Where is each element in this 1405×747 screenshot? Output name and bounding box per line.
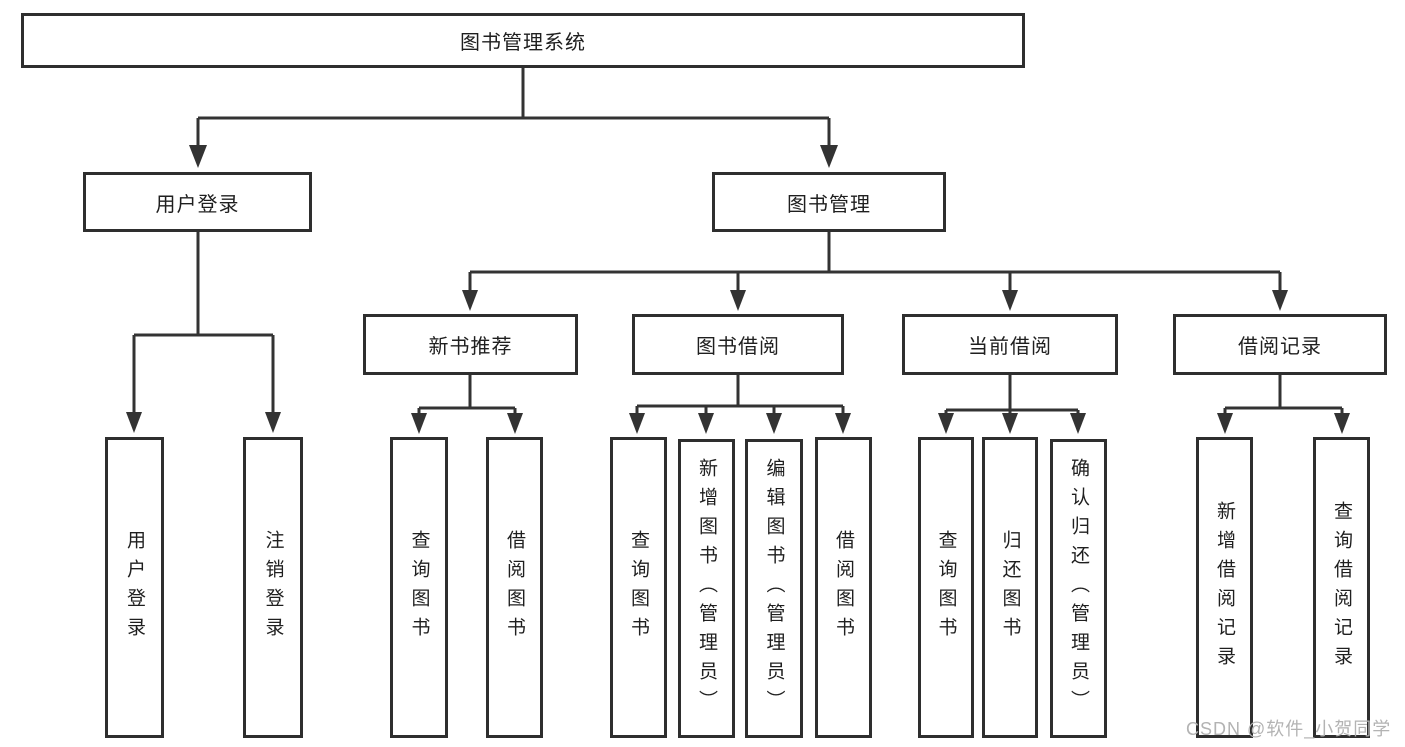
arrowhead xyxy=(1070,413,1086,434)
arrowhead xyxy=(189,145,207,168)
node-book-management: 图书管理 xyxy=(712,172,946,232)
leaf-bb-edit-book: 编辑图书（管理员） xyxy=(745,439,803,738)
leaf-cb-confirm-return-label: 确认归还（管理员） xyxy=(1068,458,1089,719)
node-book-borrow-label: 图书借阅 xyxy=(696,336,780,358)
node-current-borrow: 当前借阅 xyxy=(902,314,1118,375)
node-root-label: 图书管理系统 xyxy=(460,32,586,54)
connector-lines xyxy=(132,68,1344,415)
leaf-user-login-label: 用户登录 xyxy=(124,529,145,646)
node-new-book-recommend: 新书推荐 xyxy=(363,314,578,375)
node-user-login-label: 用户登录 xyxy=(155,193,240,216)
leaf-bb-add-book: 新增图书（管理员） xyxy=(678,439,735,738)
arrowhead xyxy=(126,412,142,433)
leaf-br-query-record: 查询借阅记录 xyxy=(1313,437,1370,738)
arrowhead xyxy=(1217,413,1233,434)
leaf-nbr-query-book-label: 查询图书 xyxy=(408,529,430,646)
leaf-nbr-query-book: 查询图书 xyxy=(390,437,448,738)
arrowhead xyxy=(265,412,281,433)
arrowhead xyxy=(835,413,851,434)
arrowhead xyxy=(629,413,645,434)
node-current-borrow-label: 当前借阅 xyxy=(968,336,1052,358)
leaf-bb-query-book-label: 查询图书 xyxy=(628,529,649,646)
arrowhead xyxy=(507,413,523,434)
arrowhead xyxy=(1334,413,1350,434)
leaf-cb-return-book: 归还图书 xyxy=(982,437,1038,738)
arrowhead xyxy=(1272,290,1288,311)
node-root: 图书管理系统 xyxy=(21,13,1025,68)
leaf-cb-query-book: 查询图书 xyxy=(918,437,974,738)
arrowhead xyxy=(1002,290,1018,311)
arrowhead xyxy=(820,145,838,168)
watermark: CSDN @软件_小贺同学 xyxy=(1186,719,1392,739)
leaf-cb-return-book-label: 归还图书 xyxy=(999,529,1021,646)
leaf-logout-label: 注销登录 xyxy=(262,529,284,646)
leaf-logout: 注销登录 xyxy=(243,437,303,738)
leaf-user-login: 用户登录 xyxy=(105,437,164,738)
leaf-nbr-borrow-book-label: 借阅图书 xyxy=(504,529,525,646)
node-book-management-label: 图书管理 xyxy=(787,193,871,216)
leaf-br-query-record-label: 查询借阅记录 xyxy=(1331,500,1352,675)
leaf-br-add-record: 新增借阅记录 xyxy=(1196,437,1253,738)
arrowhead xyxy=(766,413,782,434)
node-new-book-recommend-label: 新书推荐 xyxy=(428,336,513,358)
leaf-bb-edit-book-label: 编辑图书（管理员） xyxy=(763,458,785,719)
arrowhead xyxy=(462,290,478,311)
leaf-nbr-borrow-book: 借阅图书 xyxy=(486,437,543,738)
arrowhead xyxy=(411,413,427,434)
node-borrow-record-label: 借阅记录 xyxy=(1238,336,1322,358)
leaf-cb-query-book-label: 查询图书 xyxy=(935,529,957,646)
arrowhead xyxy=(698,413,714,434)
leaf-bb-borrow-book: 借阅图书 xyxy=(815,437,872,738)
arrowheads xyxy=(126,145,1350,434)
leaf-bb-add-book-label: 新增图书（管理员） xyxy=(696,458,717,719)
leaf-br-add-record-label: 新增借阅记录 xyxy=(1214,500,1235,675)
leaf-bb-borrow-book-label: 借阅图书 xyxy=(833,529,854,646)
leaf-cb-confirm-return: 确认归还（管理员） xyxy=(1050,439,1107,738)
arrowhead xyxy=(1002,413,1018,434)
arrowhead xyxy=(938,413,954,434)
node-book-borrow: 图书借阅 xyxy=(632,314,844,375)
leaf-bb-query-book: 查询图书 xyxy=(610,437,667,738)
node-borrow-record: 借阅记录 xyxy=(1173,314,1387,375)
arrowhead xyxy=(730,290,746,311)
node-user-login: 用户登录 xyxy=(83,172,312,232)
